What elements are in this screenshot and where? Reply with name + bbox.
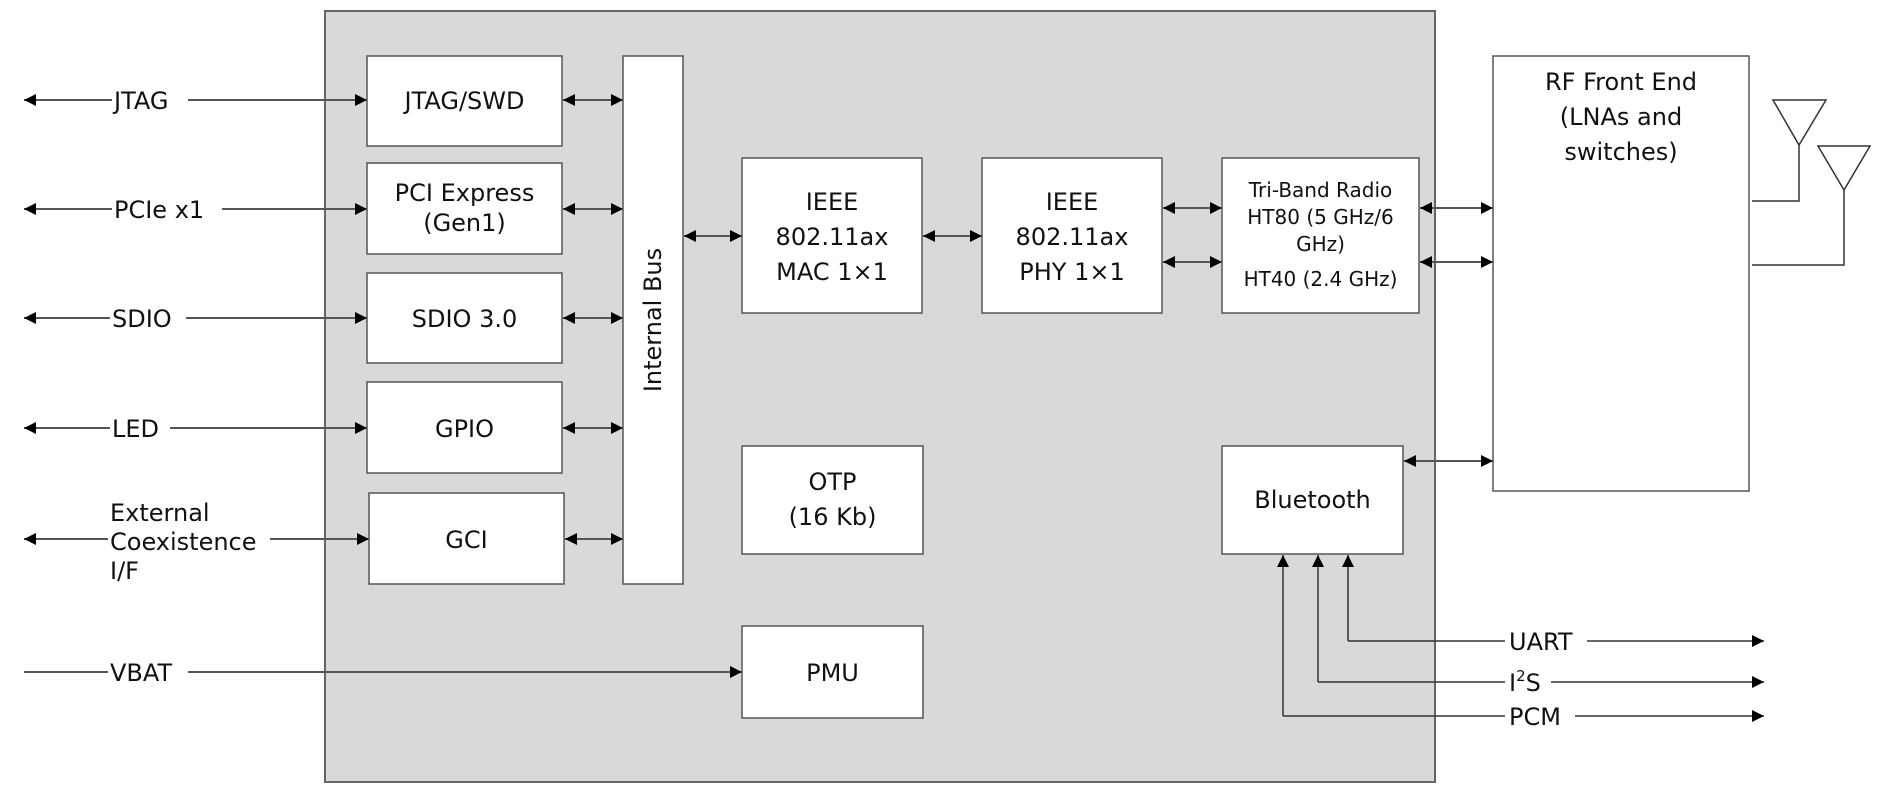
label-jtag: JTAG: [112, 87, 168, 115]
label-i2s-tail: S: [1526, 669, 1541, 697]
label-coex-line1: External: [110, 499, 210, 527]
gpio-block: GPIO: [366, 381, 563, 474]
label-uart: UART: [1509, 628, 1573, 656]
radio-label-line2: HT80 (5 GHz/6: [1247, 205, 1393, 229]
internal-bus-label: Internal Bus: [639, 248, 667, 392]
label-i2s-base: I: [1509, 669, 1516, 697]
label-pcie: PCIe x1: [114, 196, 204, 224]
jtag-swd-label: JTAG/SWD: [403, 87, 525, 115]
rf-label-line3: switches): [1564, 138, 1677, 166]
gci-block: GCI: [368, 492, 565, 585]
mac-block: IEEE 802.11ax MAC 1×1: [741, 157, 923, 314]
mac-label-line1: IEEE: [806, 188, 859, 216]
radio-label-line1: Tri-Band Radio: [1248, 178, 1392, 202]
otp-label-line1: OTP: [808, 468, 856, 496]
otp-block: OTP (16 Kb): [741, 445, 924, 555]
phy-block: IEEE 802.11ax PHY 1×1: [981, 157, 1163, 314]
label-i2s-superscript: 2: [1516, 667, 1526, 685]
sdio-block: SDIO 3.0: [366, 272, 563, 364]
radio-label-line4: HT40 (2.4 GHz): [1244, 267, 1398, 291]
label-pcm: PCM: [1509, 703, 1561, 731]
pmu-label: PMU: [806, 659, 859, 687]
radio-label-line3: GHz): [1296, 232, 1345, 256]
pcie-block: PCI Express (Gen1): [366, 162, 563, 255]
internal-bus-block: Internal Bus: [622, 55, 684, 585]
antenna-icon: [1752, 145, 1872, 266]
rf-label-line1: RF Front End: [1545, 68, 1697, 96]
left-signal-labels: JTAG PCIe x1 SDIO LED External Coexisten…: [108, 84, 270, 688]
tri-band-radio-block: Tri-Band Radio HT80 (5 GHz/6 GHz) HT40 (…: [1221, 157, 1420, 314]
label-led: LED: [112, 415, 159, 443]
antenna-icon: [1752, 99, 1828, 202]
gci-label: GCI: [445, 526, 487, 554]
pmu-block: PMU: [741, 625, 924, 719]
gpio-label: GPIO: [435, 415, 494, 443]
bluetooth-label: Bluetooth: [1254, 486, 1371, 514]
jtag-swd-block: JTAG/SWD: [366, 55, 563, 147]
mac-label-line2: 802.11ax: [776, 223, 889, 251]
bluetooth-io-labels: UART I2S PCM: [1505, 626, 1587, 731]
sdio-label: SDIO 3.0: [412, 305, 517, 333]
bus-arrows: [563, 94, 623, 545]
label-i2s: I2S: [1509, 667, 1541, 697]
phy-label-line3: PHY 1×1: [1019, 258, 1124, 286]
pcie-label-line1: PCI Express: [395, 179, 535, 207]
phy-label-line1: IEEE: [1046, 188, 1099, 216]
rf-front-end-block: RF Front End (LNAs and switches): [1492, 55, 1750, 492]
label-coex-line3: I/F: [110, 557, 139, 585]
bluetooth-block: Bluetooth: [1221, 445, 1404, 555]
pcie-label-line2: (Gen1): [423, 209, 506, 237]
mac-label-line3: MAC 1×1: [776, 258, 888, 286]
label-vbat: VBAT: [110, 659, 172, 687]
phy-label-line2: 802.11ax: [1016, 223, 1129, 251]
label-sdio: SDIO: [112, 305, 172, 333]
rf-label-line2: (LNAs and: [1560, 103, 1682, 131]
label-coex-line2: Coexistence: [110, 528, 257, 556]
otp-label-line2: (16 Kb): [789, 503, 877, 531]
